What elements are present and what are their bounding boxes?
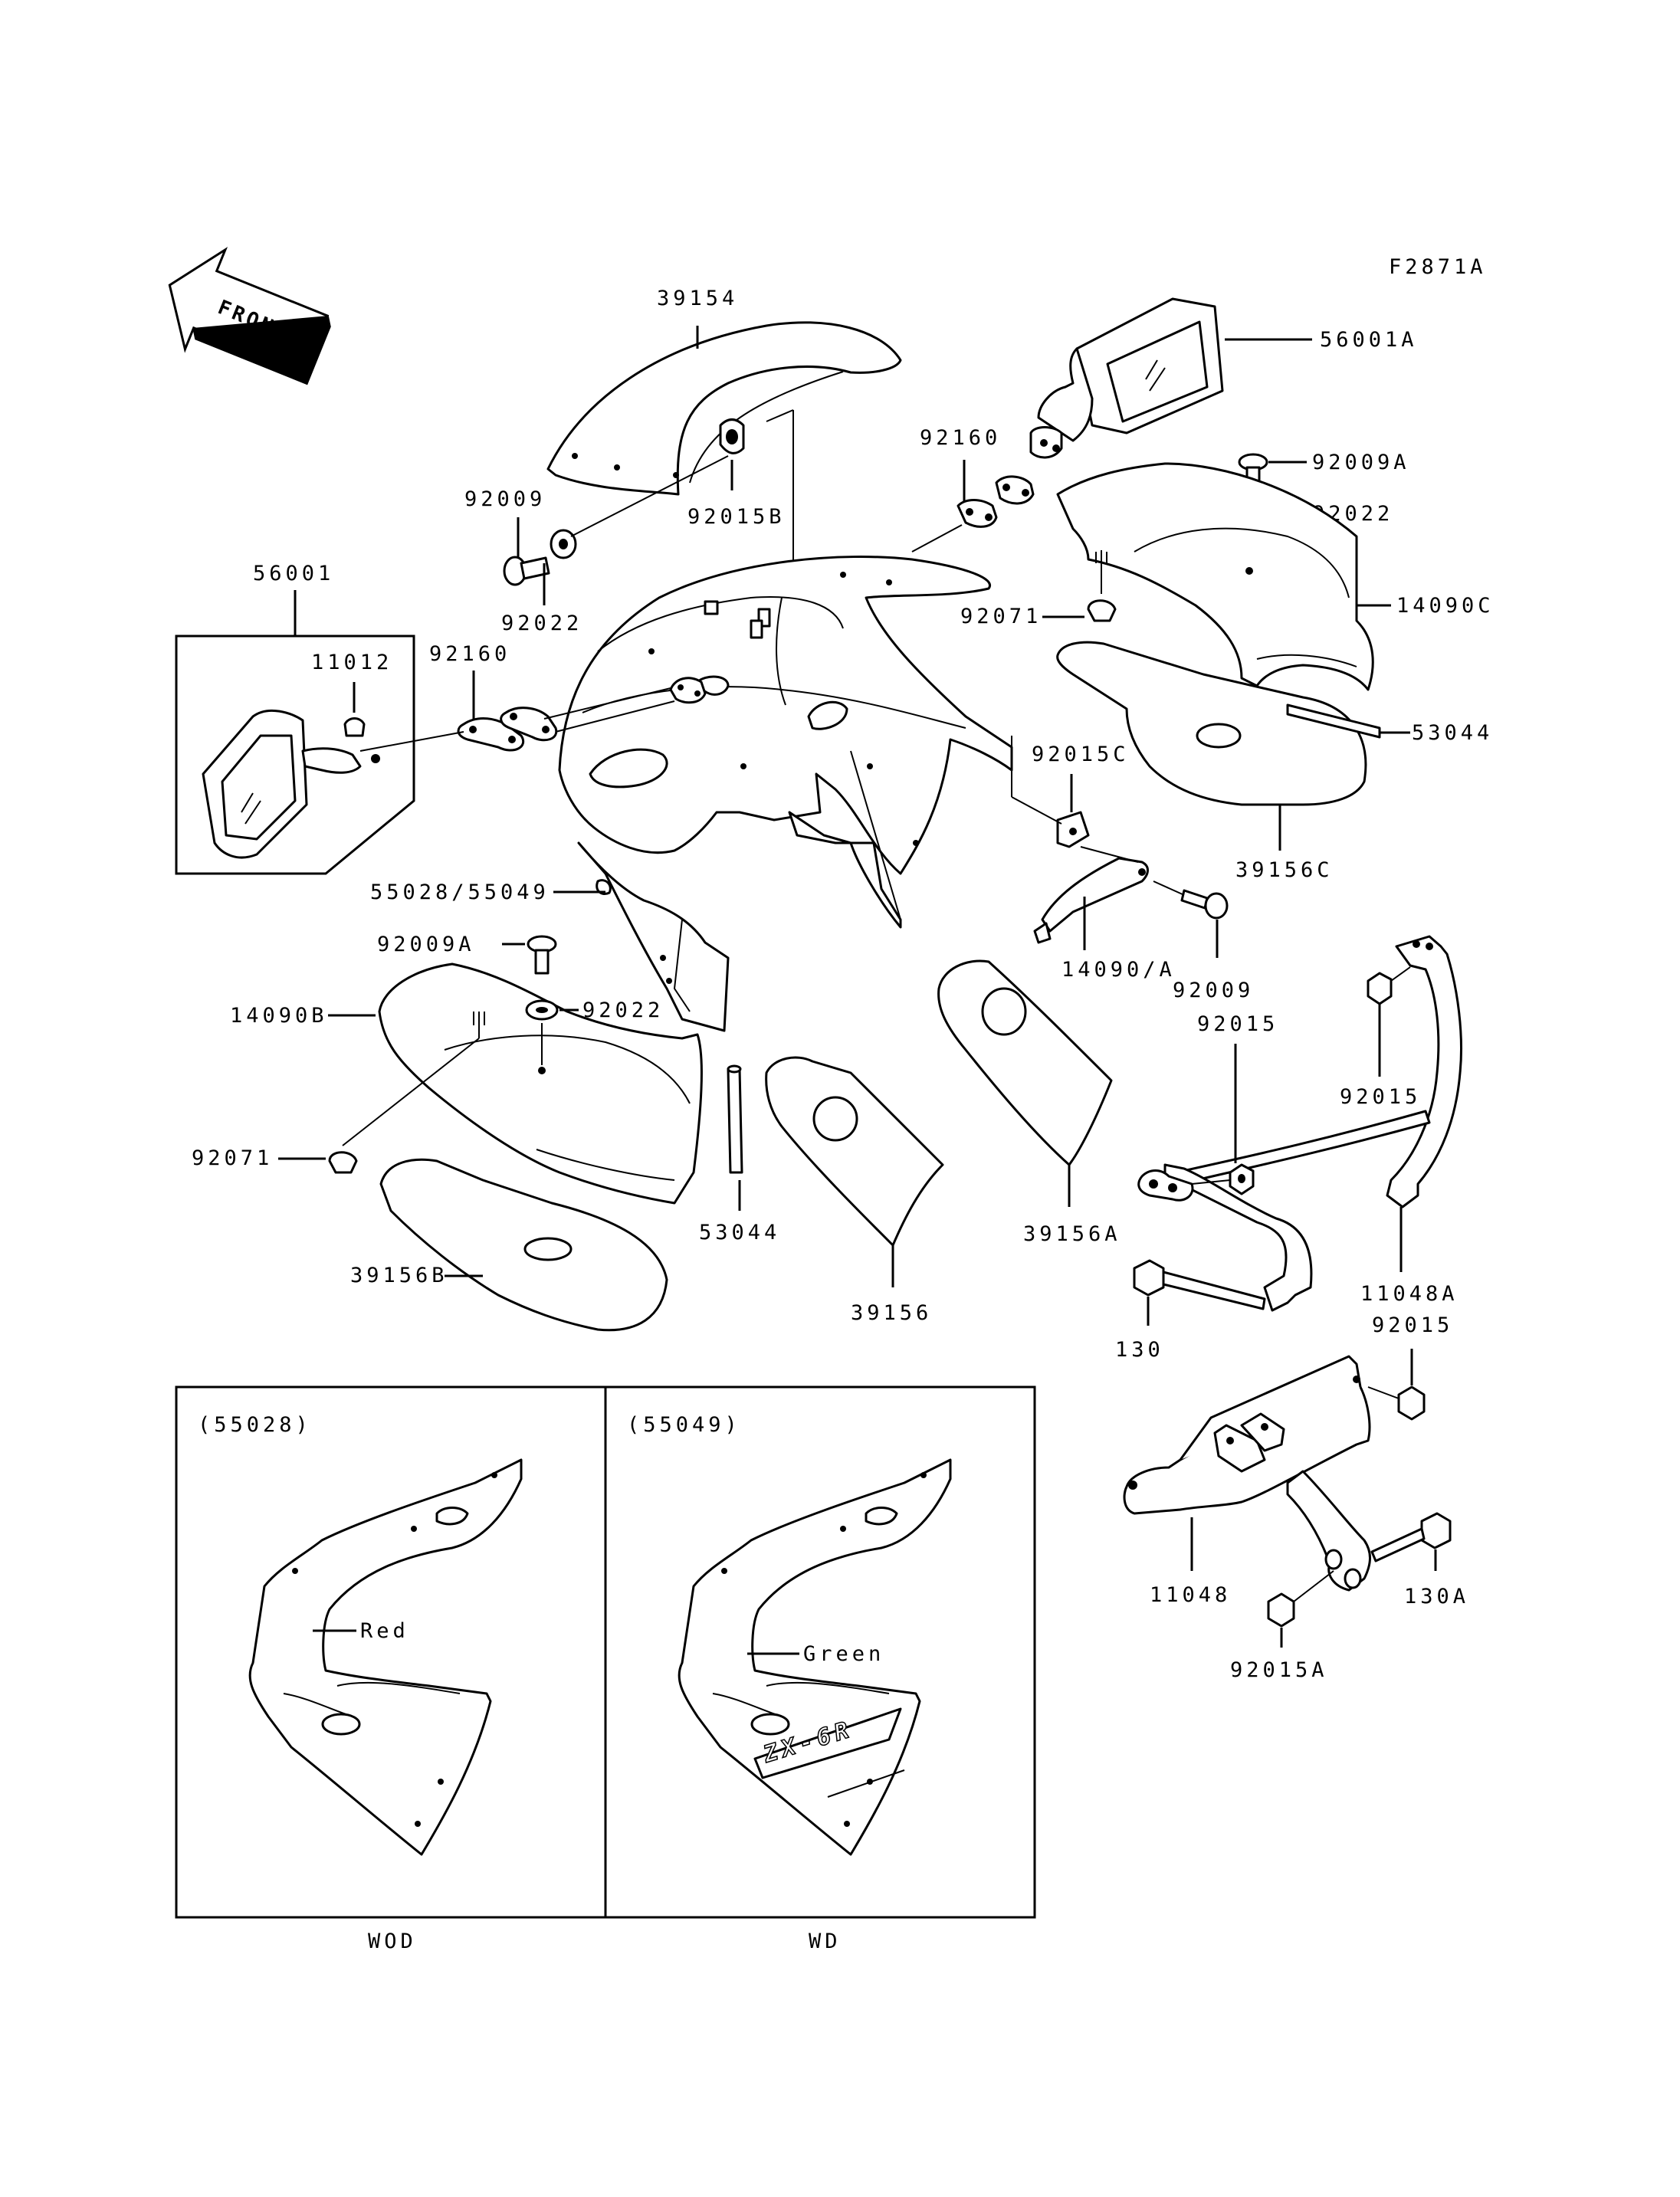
label-92015B: 92015B	[687, 505, 786, 529]
pad-39156B	[379, 1158, 668, 1332]
label-39156: 39156	[851, 1301, 932, 1325]
pad-39156	[765, 1056, 944, 1247]
screw-92009-top	[503, 556, 550, 586]
label-53044-right: 53044	[1412, 721, 1493, 745]
label-11048: 11048	[1150, 1583, 1231, 1607]
side-cowling-red	[248, 1458, 523, 1856]
inner-duct-14090B	[378, 962, 703, 1205]
nut-92015A	[1267, 1592, 1295, 1628]
variant-code-left: (55028)	[198, 1413, 312, 1437]
side-cowling-55028-55049	[577, 841, 730, 1032]
grommet-92015B	[719, 418, 745, 454]
mirror-56001-box	[175, 635, 415, 875]
label-92015-lower: 92015	[1372, 1313, 1453, 1337]
variant-table: (55028) Red WOD (55049) ZX-6R	[175, 1385, 1036, 1953]
label-56001: 56001	[253, 562, 334, 585]
label-130A: 130A	[1404, 1585, 1469, 1608]
label-11048A: 11048A	[1360, 1282, 1459, 1306]
screw-92009-center	[1180, 889, 1229, 920]
washer-92022-bottom	[525, 999, 559, 1021]
stay-11048	[1123, 1355, 1371, 1592]
label-92015-right: 92015	[1340, 1085, 1421, 1109]
label-92015-center: 92015	[1197, 1012, 1278, 1036]
variant-caption-right: WD	[809, 1930, 842, 1953]
label-14090C: 14090C	[1396, 594, 1495, 618]
label-92022-top-left: 92022	[501, 612, 582, 635]
screw-92009A-bottom	[527, 935, 557, 975]
rod-53044-right	[1286, 703, 1381, 739]
label-56001A: 56001A	[1320, 328, 1418, 352]
variant-caption-left: WOD	[368, 1930, 417, 1953]
label-92009A-bottom: 92009A	[377, 933, 475, 956]
label-14090A: 14090/A	[1061, 958, 1176, 982]
label-11012: 11012	[311, 651, 392, 674]
label-92022-bottom: 92022	[582, 998, 664, 1022]
upper-cowling	[558, 556, 1013, 929]
inner-duct-14090C	[1056, 462, 1374, 691]
label-92071-bottom: 92071	[192, 1146, 273, 1170]
pad-39156C	[1056, 641, 1367, 806]
bolt-130	[1133, 1259, 1266, 1310]
windshield-39154	[546, 321, 902, 496]
label-92009-top: 92009	[464, 487, 546, 511]
label-39154: 39154	[657, 287, 738, 310]
bracket-14090A	[1033, 857, 1149, 944]
figure-code: F2871A	[1389, 255, 1487, 279]
variant-color-right: Green	[803, 1642, 884, 1666]
label-92009A-top: 92009A	[1312, 451, 1410, 474]
clip-92015C	[1056, 811, 1090, 848]
pad-39156A	[937, 959, 1113, 1166]
side-cowling-green: ZX-6R	[678, 1458, 952, 1856]
rod-53044-center	[727, 1064, 743, 1174]
label-14090B: 14090B	[230, 1004, 328, 1028]
label-92015A: 92015A	[1230, 1658, 1328, 1682]
label-92160-left: 92160	[429, 642, 510, 666]
front-arrow-icon: FRONT	[168, 247, 331, 385]
label-55028-55049: 55028/55049	[370, 880, 550, 904]
mirror-56001A	[1029, 297, 1224, 459]
clip-92071-bottom	[328, 1012, 485, 1174]
label-39156C: 39156C	[1235, 858, 1334, 882]
mirror-56001	[202, 709, 380, 859]
bracket-92160-top	[956, 475, 1035, 528]
nut-92015-right	[1367, 972, 1393, 1005]
label-39156A: 39156A	[1023, 1222, 1121, 1246]
variant-code-right: (55049)	[627, 1413, 741, 1437]
label-39156B: 39156B	[350, 1264, 448, 1287]
label-53044-center: 53044	[699, 1221, 780, 1244]
label-92071-top: 92071	[960, 605, 1042, 628]
label-92160-top: 92160	[920, 426, 1001, 450]
clip-92071-top	[1087, 550, 1117, 622]
label-92015C: 92015C	[1032, 743, 1130, 766]
washer-92022-top-left	[550, 529, 577, 559]
variant-color-left: Red	[360, 1619, 409, 1643]
label-92009-center: 92009	[1173, 979, 1254, 1002]
label-130: 130	[1115, 1338, 1164, 1362]
nut-92015-lower	[1397, 1385, 1426, 1421]
bolt-130A	[1370, 1512, 1452, 1562]
nut-92015-center	[1229, 1163, 1255, 1195]
